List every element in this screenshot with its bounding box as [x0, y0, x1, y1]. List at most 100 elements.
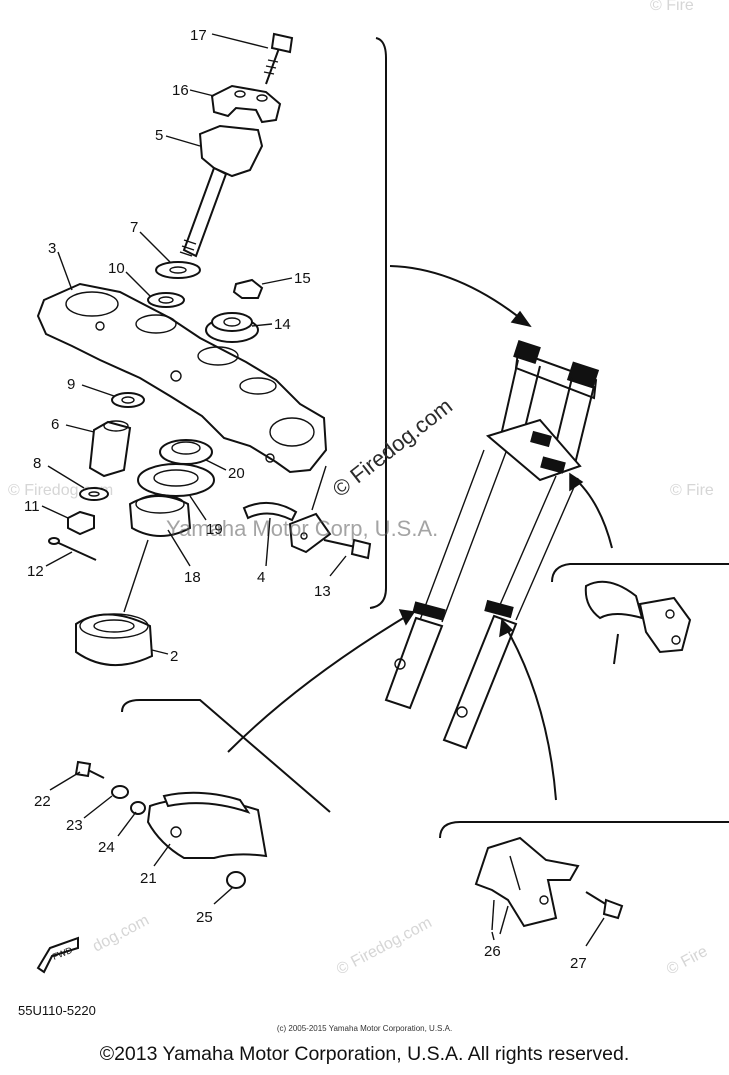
detail-lower-right	[439, 821, 729, 935]
part-20-ring-nut	[159, 439, 213, 465]
callout-14: 14	[251, 316, 291, 333]
arrow-to-lower-left	[227, 613, 411, 753]
callout-27: 27	[570, 917, 605, 972]
watermark-lower-left: dog.com	[90, 912, 152, 956]
svg-text:11: 11	[24, 498, 40, 515]
small-copyright-notice: (c) 2005-2015 Yamaha Motor Corporation, …	[276, 1024, 453, 1033]
svg-text:2: 2	[170, 648, 178, 665]
callout-15: 15	[261, 270, 311, 287]
callout-8: 8	[33, 455, 85, 489]
svg-text:14: 14	[274, 316, 291, 333]
svg-text:8: 8	[33, 455, 41, 472]
callout-17: 17	[190, 27, 269, 49]
part-27-screw	[585, 891, 624, 920]
assembly-line	[311, 465, 327, 511]
svg-text:17: 17	[190, 27, 207, 44]
part-2-bearing	[75, 613, 154, 666]
callout-4: 4	[257, 517, 271, 586]
part-8-washer	[79, 487, 109, 501]
callout-26: 26	[484, 931, 501, 960]
svg-text:23: 23	[66, 817, 83, 834]
part-7-washer	[155, 261, 201, 279]
part-17-bolt	[263, 32, 294, 85]
svg-text:12: 12	[27, 563, 44, 580]
svg-text:6: 6	[51, 416, 59, 433]
svg-text:24: 24	[98, 839, 115, 856]
part-15-nut	[232, 278, 264, 299]
arrow-to-top	[389, 265, 531, 327]
arrow-head	[499, 618, 514, 638]
callout-20: 20	[205, 459, 245, 482]
front-fork-assembly	[384, 340, 600, 750]
diagram-code: 55U110-5220	[18, 1003, 96, 1018]
part-16-holder-cap	[210, 84, 282, 124]
svg-text:15: 15	[294, 270, 311, 287]
callout-18: 18	[167, 529, 201, 586]
callout-7: 7	[130, 219, 171, 263]
callout-24: 24	[98, 811, 137, 856]
group-bracket	[369, 37, 387, 609]
part-22-bolt	[74, 760, 105, 779]
part-13-bolt	[323, 538, 372, 560]
arrow-head	[569, 472, 584, 492]
copyright-notice: ©2013 Yamaha Motor Corporation, U.S.A. A…	[99, 1043, 630, 1065]
part-10-bushing	[147, 292, 185, 308]
arrow-to-right-clamp	[571, 475, 613, 549]
svg-text:25: 25	[196, 909, 213, 926]
callout-16: 16	[172, 82, 215, 99]
watermark-top-right: © Fire	[650, 0, 694, 14]
svg-text:4: 4	[257, 569, 265, 586]
fwd-arrow: FWD	[36, 936, 79, 974]
part-23-washer	[111, 785, 129, 799]
callout-6: 6	[51, 416, 95, 433]
callout-2: 2	[151, 648, 178, 665]
callout-11: 11	[24, 498, 69, 519]
assembly-line	[123, 539, 149, 613]
svg-text:5: 5	[155, 127, 163, 144]
svg-text:10: 10	[108, 260, 125, 277]
svg-text:13: 13	[314, 583, 331, 600]
part-12-cotter-pin	[48, 537, 97, 561]
callout-3: 3	[48, 240, 73, 291]
watermark-right: © Fire	[670, 482, 714, 499]
part-4-cable-guide	[242, 501, 332, 554]
callout-21: 21	[140, 843, 171, 887]
callout-19: 19	[189, 495, 223, 538]
part-19-bearing-race	[137, 463, 215, 497]
svg-text:7: 7	[130, 219, 138, 236]
callout-9: 9	[67, 376, 115, 397]
part-24-washer	[130, 801, 146, 815]
callout-25: 25	[196, 887, 233, 926]
part-11-nut	[67, 510, 95, 536]
watermark-lower-center: © Firedog.com	[334, 914, 435, 978]
callout-10: 10	[108, 260, 151, 297]
part-5-handlebar-holder	[179, 124, 264, 258]
callout-13: 13	[314, 555, 347, 600]
svg-text:22: 22	[34, 793, 51, 810]
watermark-yamaha: Yamaha Motor Corp, U.S.A.	[166, 516, 438, 541]
arrow-head	[510, 310, 532, 328]
part-3-upper-bracket	[36, 282, 328, 474]
watermark-center: © Firedog.com	[328, 393, 457, 502]
arrow-to-lower-right	[503, 623, 557, 801]
part-21-clamp	[146, 791, 268, 859]
callout-22: 22	[34, 771, 81, 810]
svg-text:16: 16	[172, 82, 189, 99]
svg-text:26: 26	[484, 943, 501, 960]
detail-lower-left: FWD	[36, 699, 331, 974]
svg-text:27: 27	[570, 955, 587, 972]
callout-23: 23	[66, 795, 113, 834]
part-25-nut	[226, 871, 246, 889]
detail-right-clamp	[551, 563, 729, 665]
part-26-clamp	[474, 836, 580, 928]
svg-text:3: 3	[48, 240, 56, 257]
svg-text:18: 18	[184, 569, 201, 586]
svg-text:20: 20	[228, 465, 245, 482]
part-14-bushing	[205, 312, 259, 343]
part-6-collar	[88, 420, 132, 478]
background-watermarks: © Firedog.com © Fire dog.com © Firedog.c…	[8, 0, 714, 979]
svg-text:21: 21	[140, 870, 157, 887]
arrow-head	[398, 609, 416, 626]
callout-12: 12	[27, 551, 73, 580]
